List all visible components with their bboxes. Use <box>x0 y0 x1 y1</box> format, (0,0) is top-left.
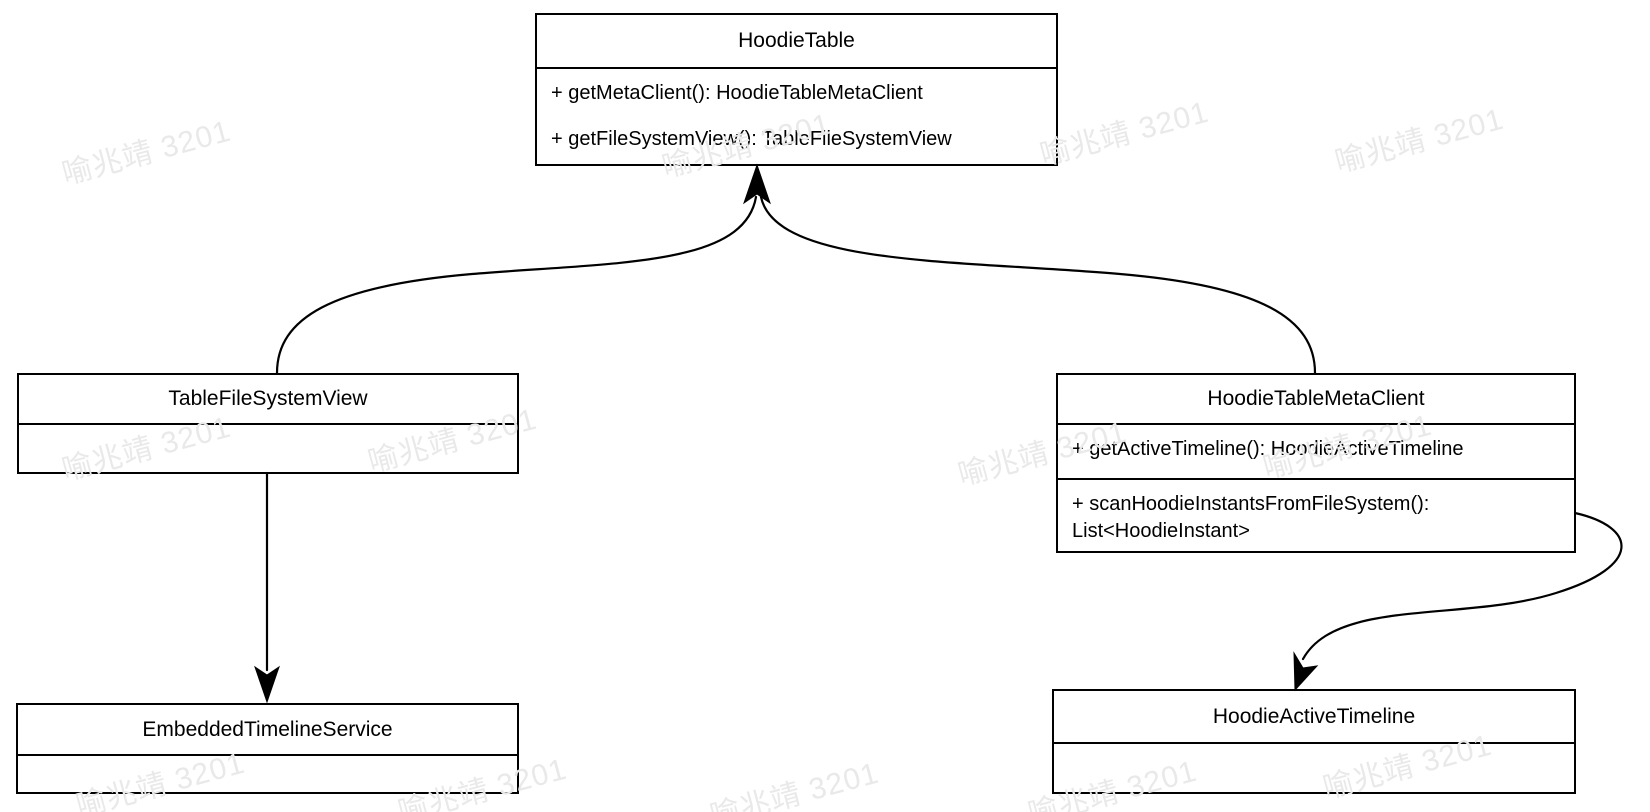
class-embeddedtimelineservice: EmbeddedTimelineService <box>16 703 519 794</box>
class-embeddedtimelineservice-empty-compartment <box>18 754 517 792</box>
class-hoodietable-title: HoodieTable <box>738 29 855 52</box>
arrowhead-down-left-icon <box>1293 651 1319 692</box>
watermark-text: 喻兆靖 3201 <box>1036 95 1213 173</box>
method-getactivetimeline: + getActiveTimeline(): HoodieActiveTimel… <box>1058 423 1574 478</box>
watermark-text: 喻兆靖 3201 <box>58 114 235 192</box>
edge-hoodietablemetaclient-to-hoodietable <box>759 195 1317 375</box>
arrowhead-down-icon <box>254 665 280 704</box>
arrowhead-up-icon <box>743 163 771 205</box>
class-hoodietablemetaclient-title: HoodieTableMetaClient <box>1207 387 1425 410</box>
method-getfilesystemview: + getFileSystemView(): TableFileSystemVi… <box>551 128 952 150</box>
class-embeddedtimelineservice-title: EmbeddedTimelineService <box>142 717 393 741</box>
class-hoodietable-methods: + getMetaClient(): HoodieTableMetaClient… <box>537 67 1056 164</box>
class-hoodieactivetimeline-empty-compartment <box>1054 742 1574 792</box>
watermark-text: 喻兆靖 3201 <box>706 756 883 812</box>
class-tablefilesystemview: TableFileSystemView <box>17 373 519 474</box>
edge-tablefilesystemview-to-hoodietable <box>275 195 758 375</box>
class-tablefilesystemview-title: TableFileSystemView <box>168 387 368 410</box>
class-hoodietable: HoodieTable + getMetaClient(): HoodieTab… <box>535 13 1058 166</box>
class-hoodieactivetimeline-title: HoodieActiveTimeline <box>1212 704 1416 728</box>
method-getmetaclient: + getMetaClient(): HoodieTableMetaClient <box>551 82 923 104</box>
class-hoodietablemetaclient: HoodieTableMetaClient + getActiveTimelin… <box>1056 373 1576 553</box>
class-hoodieactivetimeline: HoodieActiveTimeline <box>1052 689 1576 794</box>
watermark-text: 喻兆靖 3201 <box>1331 102 1508 180</box>
method-scanhoodieinstantsfromfilesystem: + scanHoodieInstantsFromFileSystem(): Li… <box>1058 478 1574 556</box>
class-tablefilesystemview-empty-compartment <box>19 423 517 472</box>
